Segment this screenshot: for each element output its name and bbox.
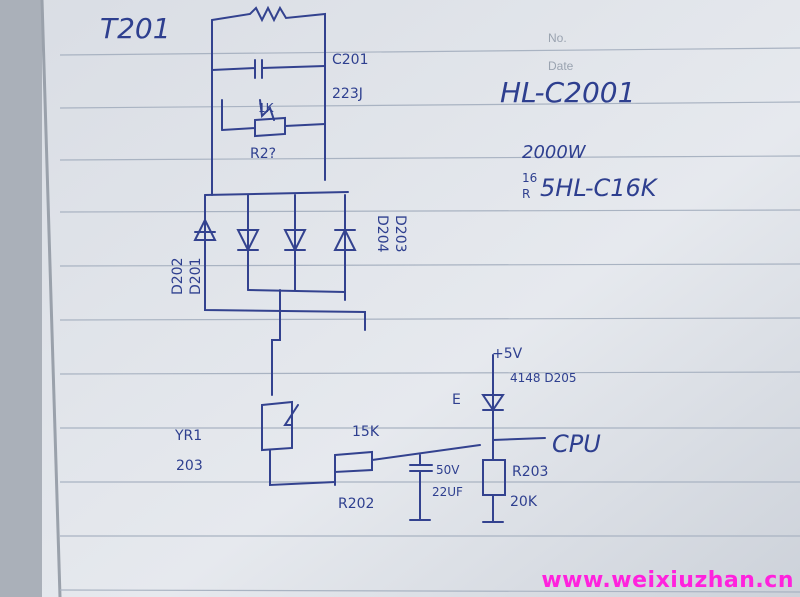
model-label: HL-C2001 bbox=[500, 76, 635, 109]
variant-model: 5HL-C16K bbox=[540, 174, 659, 202]
printed-date-label: Date bbox=[548, 59, 574, 73]
title-code: T201 bbox=[100, 12, 171, 45]
diode-left-label: D202 bbox=[170, 257, 186, 295]
cap-value-label: 223J bbox=[332, 86, 363, 102]
power-label: 2000W bbox=[522, 142, 587, 163]
variant-prefix-1: 16 bbox=[522, 171, 537, 185]
res-r202-label: R202 bbox=[338, 496, 374, 512]
e-label: E bbox=[452, 392, 461, 408]
diode-left2-label: D201 bbox=[188, 257, 204, 295]
res-15k-label: 15K bbox=[352, 424, 380, 440]
plus5v-label: +5V bbox=[492, 346, 523, 362]
diode-right-label: D203 bbox=[392, 215, 408, 253]
diode-right2-label: D204 bbox=[374, 215, 390, 253]
res-r203-label: R203 bbox=[512, 464, 548, 480]
res-1k-label: 1K bbox=[258, 101, 275, 115]
cap-22uf-label: 22UF bbox=[432, 485, 463, 499]
schematic-drawing bbox=[193, 5, 546, 523]
res-r2-label: R2? bbox=[250, 146, 276, 162]
rp-ref-label: YR1 bbox=[174, 428, 202, 444]
res-20k-label: 20K bbox=[510, 494, 538, 510]
variant-prefix-2: R bbox=[522, 187, 530, 201]
ruled-lines bbox=[59, 47, 800, 593]
cap-ref-label: C201 bbox=[332, 52, 369, 68]
printed-no-label: No. bbox=[548, 31, 567, 45]
rp-value-label: 203 bbox=[176, 458, 203, 474]
cap-50v-label: 50V bbox=[436, 463, 460, 477]
diode-4148-label: 4148 D205 bbox=[510, 371, 577, 385]
cpu-label: CPU bbox=[552, 430, 601, 458]
site-watermark: www.weixiuzhan.cn bbox=[541, 568, 794, 593]
